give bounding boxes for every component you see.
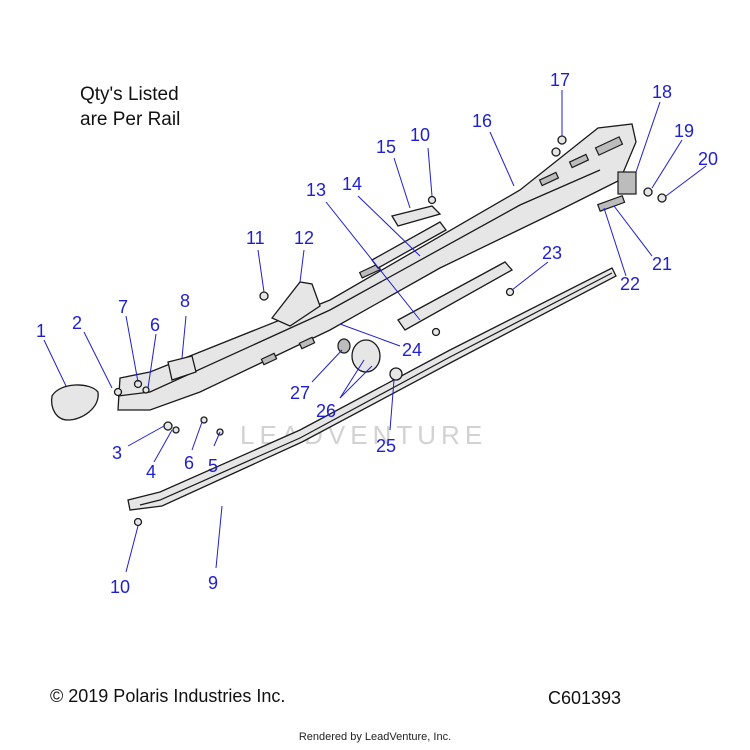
callout-21: 21	[652, 254, 672, 274]
callout-20: 20	[698, 149, 718, 169]
diagram-code: C601393	[548, 688, 622, 708]
bracket-18	[617, 171, 637, 195]
callout-19: 19	[674, 121, 694, 141]
quantity-note-line-2: are Per Rail	[80, 109, 181, 130]
washer-19	[643, 187, 653, 197]
callout-9: 9	[208, 573, 218, 593]
nut-17b	[551, 147, 561, 157]
callout-26: 26	[316, 401, 336, 421]
washer-6-top	[142, 386, 150, 394]
nut-17a	[557, 135, 567, 145]
bolt-2	[113, 387, 123, 397]
callout-23: 23	[542, 243, 562, 263]
callout-6-top: 6	[150, 315, 160, 335]
callout-6-bottom: 6	[184, 453, 194, 473]
washer-6-bottom	[200, 416, 208, 424]
callout-7: 7	[118, 297, 128, 317]
callout-18: 18	[652, 82, 672, 102]
spacer-27	[337, 338, 351, 354]
slide-block-13	[397, 261, 514, 331]
callout-10-top: 10	[410, 125, 430, 145]
callout-2: 2	[72, 313, 82, 333]
copyright-text: © 2019 Polaris Industries Inc.	[50, 686, 286, 706]
bolt-11	[259, 291, 269, 301]
callout-4: 4	[146, 462, 156, 482]
block-8	[167, 355, 197, 381]
callout-13: 13	[306, 180, 326, 200]
callout-15: 15	[376, 137, 396, 157]
bracket-12	[270, 281, 321, 327]
rail-assembly	[117, 123, 637, 411]
screw-10-bottom	[133, 517, 143, 527]
leader-lines	[43, 90, 707, 573]
callout-11: 11	[246, 228, 265, 248]
screw-10-top	[427, 195, 437, 205]
callout-12: 12	[294, 228, 314, 248]
bolt-20	[657, 193, 667, 203]
callout-3: 3	[112, 443, 122, 463]
end-cap-1	[50, 384, 99, 421]
callout-14: 14	[342, 174, 362, 194]
axle-25	[389, 367, 403, 381]
screw-23	[505, 287, 515, 297]
callout-8: 8	[180, 291, 190, 311]
screw-24	[431, 327, 441, 337]
callout-22: 22	[620, 274, 640, 294]
callout-16: 16	[472, 111, 492, 131]
bolt-22	[596, 194, 626, 212]
callout-24: 24	[402, 340, 422, 360]
washer-4	[172, 426, 180, 434]
callout-10-bottom: 10	[110, 577, 130, 597]
callout-27: 27	[290, 383, 310, 403]
render-credit: Rendered by LeadVenture, Inc.	[298, 731, 452, 743]
quantity-note: Qty's Listed are Per Rail	[80, 82, 180, 132]
callout-17: 17	[550, 70, 570, 90]
callout-25: 25	[376, 436, 396, 456]
callout-5: 5	[208, 456, 218, 476]
callout-labels: 1 2 3 4 5 6 6 7 8 9 10 10 11 12 13 14 15…	[36, 70, 718, 597]
quantity-note-line-1: Qty's Listed	[80, 84, 179, 105]
wheel-26	[351, 339, 381, 373]
callout-1: 1	[36, 321, 46, 341]
bracket-15	[390, 205, 442, 227]
nut-3	[163, 421, 173, 431]
wear-strip	[127, 267, 617, 511]
